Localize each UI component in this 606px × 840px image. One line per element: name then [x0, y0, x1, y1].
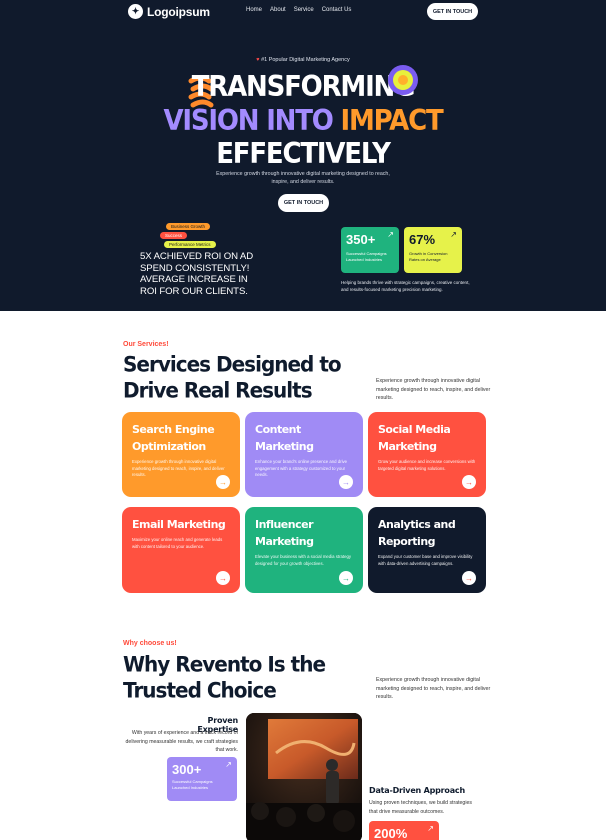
- arrow-right-icon[interactable]: →: [216, 475, 230, 489]
- hero-section: ✦ Logoipsum Home About Service Contact U…: [0, 0, 606, 311]
- logo[interactable]: ✦ Logoipsum: [128, 4, 210, 19]
- data-driven-title: Data-Driven Approach: [369, 786, 465, 795]
- stat-value: 67%: [409, 232, 436, 247]
- why-title: Why Revento Is the Trusted Choice: [123, 651, 326, 703]
- card-title-line-1: Search Engine: [132, 423, 215, 436]
- proven-expertise-title: Proven Expertise: [197, 716, 238, 734]
- card-title-line-2: Marketing: [255, 535, 314, 548]
- stat-value: 200%: [374, 826, 408, 840]
- card-title-line-2: Marketing: [378, 440, 437, 453]
- main-nav: Home About Service Contact Us: [246, 7, 351, 13]
- stat-label: Successful Campaigns Launched Industries: [172, 779, 213, 790]
- service-card-seo[interactable]: Search Engine Optimization Experience gr…: [122, 412, 240, 497]
- logo-text: Logoipsum: [147, 4, 210, 19]
- card-title-line-1: Content Marketing: [255, 423, 314, 453]
- hero-title-line-2: VISION INTO IMPACT: [0, 105, 606, 138]
- card-description: Experience growth through innovative dig…: [132, 459, 225, 477]
- nav-about[interactable]: About: [270, 7, 286, 13]
- stat-label: Growth in Conversion Rates on Average: [409, 251, 448, 262]
- hero-get-in-touch-button[interactable]: GET IN TOUCH: [278, 194, 329, 212]
- arrow-up-right-icon: ↗: [225, 760, 232, 769]
- services-eyebrow: Our Services!: [123, 341, 169, 348]
- card-title-line-1: Analytics and: [378, 518, 456, 531]
- tag-success: Success: [160, 232, 188, 239]
- hero-eyebrow-text: #1 Popular Digital Marketing Agency: [261, 57, 350, 63]
- card-title-line-2: Reporting: [378, 535, 436, 548]
- arrow-up-right-icon: ↗: [450, 230, 457, 239]
- nav-home[interactable]: Home: [246, 7, 263, 13]
- roi-statement: 5X ACHIEVED ROI ON AD SPEND CONSISTENTLY…: [140, 251, 254, 297]
- card-description: Expand your customer base and improve vi…: [378, 554, 473, 566]
- stat-label: Successful Campaigns Launched Industries: [346, 251, 387, 262]
- card-title-line-1: Email Marketing: [132, 518, 226, 531]
- heart-icon: ♥: [256, 57, 260, 63]
- stat-value: 350+: [346, 232, 376, 247]
- stat-card-200: ↗ 200%: [369, 821, 439, 840]
- arrow-right-icon[interactable]: →: [339, 571, 353, 585]
- hero-title-line-3: EFFECTIVELY: [216, 137, 391, 171]
- arrow-right-icon[interactable]: →: [462, 571, 476, 585]
- hero-subtitle: Experience growth through innovative dig…: [216, 171, 390, 185]
- arrow-right-icon[interactable]: →: [462, 475, 476, 489]
- presentation-photo: [246, 713, 362, 840]
- nav-contact[interactable]: Contact Us: [321, 7, 352, 13]
- data-driven-description: Using proven techniques, we build strate…: [369, 800, 472, 815]
- stat-card-campaigns: ↗ 350+ Successful Campaigns Launched Ind…: [341, 227, 399, 273]
- hero-eyebrow: ♥ #1 Popular Digital Marketing Agency: [0, 57, 606, 63]
- presentation-image: [246, 713, 362, 840]
- arrow-up-right-icon: ↗: [387, 230, 394, 239]
- service-card-email-marketing[interactable]: Email Marketing Maximize your online rea…: [122, 507, 240, 593]
- arrow-up-right-icon: ↗: [427, 824, 434, 833]
- stat-value: 300+: [172, 762, 202, 777]
- service-card-social-media[interactable]: Social Media Marketing Grow your audienc…: [368, 412, 486, 497]
- tag-performance-metrics: Performance Metrics: [164, 241, 216, 248]
- stat-card-300: ↗ 300+ Successful Campaigns Launched Ind…: [167, 757, 237, 801]
- arrow-right-icon[interactable]: →: [216, 571, 230, 585]
- service-card-influencer-marketing[interactable]: Influencer Marketing Elevate your busine…: [245, 507, 363, 593]
- logo-icon: ✦: [128, 4, 143, 19]
- sun-badge-icon: [388, 65, 418, 95]
- tag-business-growth: Business Growth: [166, 223, 211, 230]
- hero-note: Helping brands thrive with strategic cam…: [341, 280, 470, 292]
- card-description: Maximize your online reach and generate …: [132, 537, 223, 549]
- hero-title-line-1: TRANSFORMING: [191, 70, 416, 104]
- why-title-line-1: Why Revento Is the: [123, 651, 326, 677]
- services-title-line-2: Drive Real Results: [123, 376, 313, 403]
- nav-get-in-touch-button[interactable]: GET IN TOUCH: [427, 3, 478, 20]
- card-description: Enhance your brand's online presence and…: [255, 459, 348, 477]
- hero-title-purple: VISION INTO: [163, 104, 341, 138]
- services-title-line-1: Services Designed to: [123, 351, 342, 377]
- service-card-content-marketing[interactable]: Content Marketing Enhance your brand's o…: [245, 412, 363, 497]
- service-card-analytics-reporting[interactable]: Analytics and Reporting Expand your cust…: [368, 507, 486, 593]
- services-description: Experience growth through innovative dig…: [376, 378, 491, 401]
- card-title-line-1: Social Media: [378, 423, 451, 436]
- proven-expertise-description: With years of experience and a track rec…: [125, 730, 238, 753]
- why-eyebrow: Why choose us!: [123, 640, 177, 647]
- card-description: Elevate your business with a social medi…: [255, 554, 352, 566]
- stat-card-conversion: ↗ 67% Growth in Conversion Rates on Aver…: [404, 227, 462, 273]
- coil-icon: [188, 75, 214, 108]
- arrow-right-icon[interactable]: →: [339, 475, 353, 489]
- card-title-line-1: Influencer: [255, 518, 314, 531]
- card-description: Grow your audience and increase conversi…: [378, 459, 476, 471]
- hero-title-orange: IMPACT: [340, 104, 444, 138]
- why-title-line-2: Trusted Choice: [123, 676, 277, 703]
- nav-service[interactable]: Service: [293, 7, 314, 13]
- card-title-line-2: Optimization: [132, 440, 206, 453]
- why-description: Experience growth through innovative dig…: [376, 677, 491, 700]
- services-title: Services Designed to Drive Real Results: [123, 351, 342, 403]
